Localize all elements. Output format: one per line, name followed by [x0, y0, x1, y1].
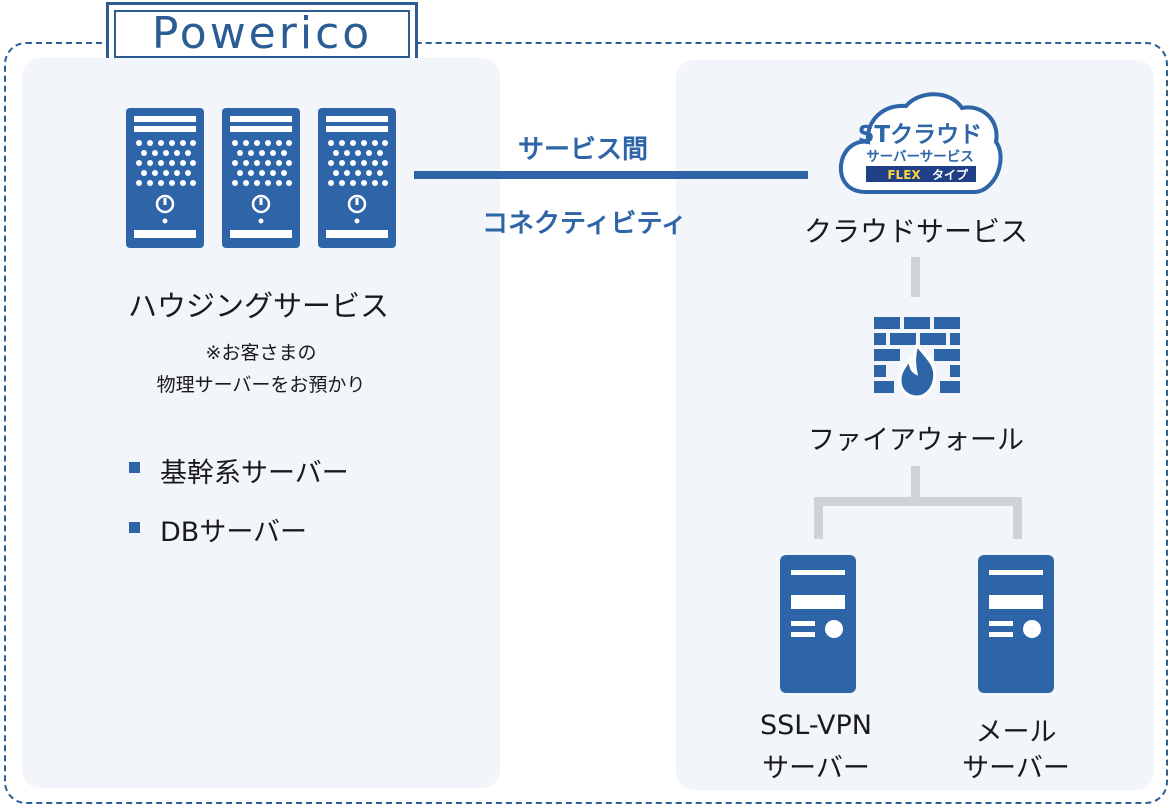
physical-servers-icon: [126, 108, 396, 248]
ssl-vpn-server-label-line1: SSL-VPN: [760, 710, 872, 741]
cloud-firewall-connector: [911, 257, 920, 297]
housing-note-line2: 物理サーバーをお預かり: [156, 374, 366, 396]
ssl-vpn-drop-connector: [814, 497, 823, 539]
cloud-badge-flex: FLEX: [887, 168, 921, 182]
cloud-badge-subtitle: サーバーサービス: [866, 149, 974, 165]
powerico-logo: Powerico: [106, 2, 418, 66]
connectivity-label-line1: サービス間: [518, 135, 649, 165]
mail-server-label-line1: メール: [975, 717, 1057, 748]
cloud-badge-brand: STクラウド: [858, 122, 982, 148]
housing-item-core-server: 基幹系サーバー: [160, 458, 349, 489]
connectivity-label-line2: コネクティビティ: [482, 209, 687, 239]
housing-title: ハウジングサービス: [128, 289, 390, 323]
housing-note-line1: ※お客さまの: [205, 342, 317, 364]
st-cloud-badge-icon: STクラウド サーバーサービス FLEX タイプ: [838, 92, 1003, 194]
mail-server-label-line2: サーバー: [962, 753, 1070, 784]
bullet-square: [129, 522, 140, 533]
ssl-vpn-server-label-line2: サーバー: [762, 753, 870, 784]
ssl-vpn-server-icon: [780, 555, 856, 693]
firewall-stem-connector: [911, 466, 920, 506]
bullet-square: [129, 462, 140, 473]
servers-branch-connector: [814, 497, 1022, 506]
logo-text: Powerico: [151, 8, 373, 59]
mail-drop-connector: [1013, 497, 1022, 539]
mail-server-icon: [978, 555, 1054, 693]
outer-frame: [4, 42, 1168, 804]
cloud-service-label: クラウドサービス: [803, 215, 1029, 248]
housing-item-db-server: DBサーバー: [160, 517, 308, 548]
cloud-badge-type: タイプ: [932, 167, 969, 182]
firewall-icon: [874, 317, 960, 399]
connectivity-line: [414, 171, 808, 179]
logo-inner-border: Powerico: [114, 10, 410, 58]
firewall-label: ファイアウォール: [808, 425, 1024, 456]
